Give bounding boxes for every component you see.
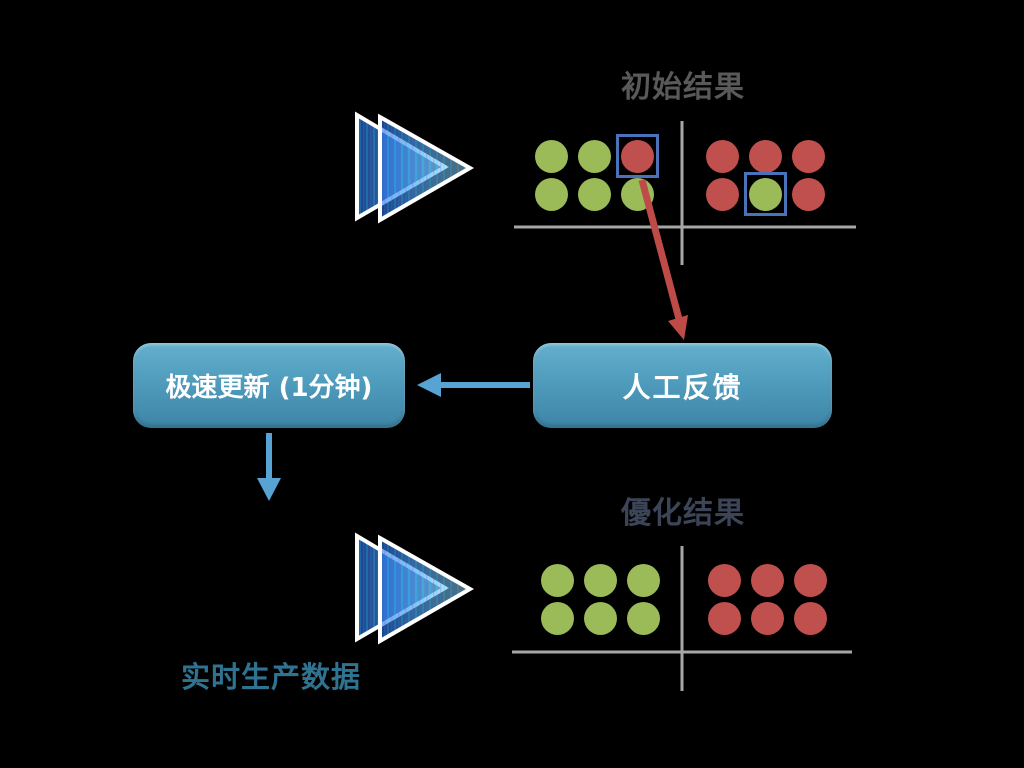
dot-cell: [616, 134, 659, 178]
green-dot: [535, 139, 568, 173]
selection-highlight-box: [744, 172, 787, 216]
red-dot: [706, 139, 739, 173]
red-dot: [751, 601, 784, 635]
dot-cell: [536, 599, 579, 637]
update-arrow: [417, 373, 530, 397]
human-feedback-label: 人工反馈: [622, 370, 743, 404]
dot-cell: [703, 599, 746, 637]
dot-cell: [573, 175, 616, 213]
green-dot: [535, 177, 568, 211]
red-dot: [792, 177, 825, 211]
dot-cell: [746, 561, 789, 599]
dot-cell: [622, 561, 665, 599]
green-dot: [584, 563, 617, 597]
green-dot: [627, 601, 660, 635]
fast-forward-icon-bottom: [355, 534, 472, 643]
dot-cell: [530, 175, 573, 213]
realtime-data-label: 实时生产数据: [180, 660, 361, 694]
dot-cell: [622, 599, 665, 637]
dot-cell: [787, 137, 830, 175]
dot-cell: [701, 175, 744, 213]
optimized-left-dot-grid: [536, 561, 665, 637]
fast-forward-icon-top: [355, 113, 472, 222]
rapid-update-label: 极速更新 (1分钟): [165, 373, 373, 403]
initial-left-dot-grid: [530, 134, 659, 213]
dot-cell: [703, 561, 746, 599]
human-feedback-box: 人工反馈: [533, 343, 832, 428]
red-dot: [794, 563, 827, 597]
rapid-update-box: 极速更新 (1分钟): [133, 343, 405, 428]
red-dot: [708, 601, 741, 635]
red-dot: [708, 563, 741, 597]
red-dot: [621, 139, 654, 173]
dot-cell: [616, 175, 659, 213]
red-dot: [792, 139, 825, 173]
dot-cell: [573, 137, 616, 175]
dot-cell: [787, 175, 830, 213]
dot-cell: [789, 599, 832, 637]
dot-cell: [701, 137, 744, 175]
red-dot: [794, 601, 827, 635]
green-dot: [541, 601, 574, 635]
green-dot: [627, 563, 660, 597]
dot-cell: [746, 599, 789, 637]
dot-cell: [579, 561, 622, 599]
initial-right-dot-grid: [701, 137, 830, 216]
dot-cell: [744, 137, 787, 175]
dot-cell: [530, 137, 573, 175]
selection-highlight-box: [616, 134, 659, 178]
red-dot: [706, 177, 739, 211]
green-dot: [749, 177, 782, 211]
dot-cell: [789, 561, 832, 599]
deploy-arrow: [257, 433, 281, 501]
green-dot: [584, 601, 617, 635]
green-dot: [578, 139, 611, 173]
optimized-results-title: 優化结果: [621, 496, 745, 531]
green-dot: [621, 177, 654, 211]
dot-cell: [579, 599, 622, 637]
red-dot: [751, 563, 784, 597]
dot-cell: [536, 561, 579, 599]
initial-results-title: 初始结果: [621, 70, 745, 105]
optimized-right-dot-grid: [703, 561, 832, 637]
red-dot: [749, 139, 782, 173]
dot-cell: [744, 172, 787, 216]
green-dot: [578, 177, 611, 211]
green-dot: [541, 563, 574, 597]
